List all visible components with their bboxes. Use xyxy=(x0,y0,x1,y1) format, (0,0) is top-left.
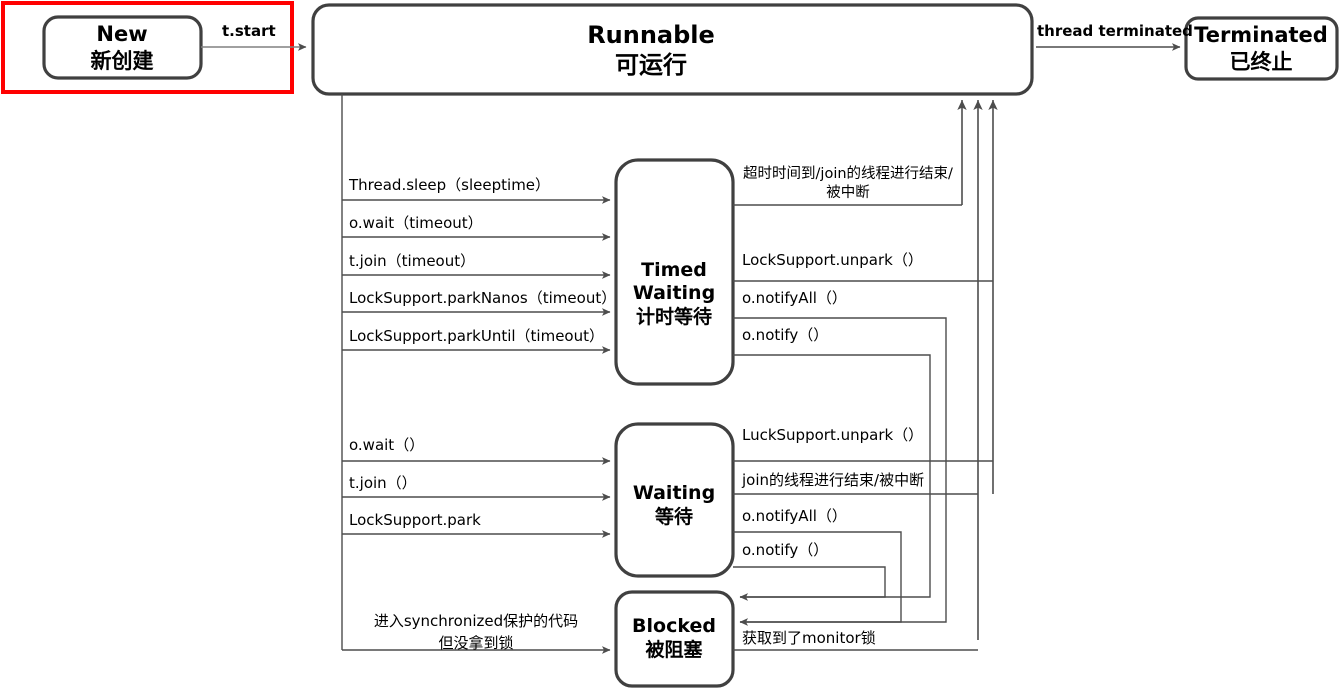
state-box-waiting[interactable] xyxy=(614,422,735,578)
edge-label-to-timed-1: Thread.sleep（sleeptime） xyxy=(348,176,550,194)
edge-label-from-timed-1b: 被中断 xyxy=(826,184,870,201)
state-label-timed-waiting-en2: Waiting xyxy=(633,282,715,304)
state-label-runnable-zh: 可运行 xyxy=(615,51,687,79)
state-label-blocked-en: Blocked xyxy=(632,615,716,637)
state-box-timed-waiting[interactable] xyxy=(614,158,735,386)
edge-label-to-timed-5: LockSupport.parkUntil（timeout） xyxy=(349,327,604,345)
edge-label-from-timed-1a: 超时时间到/join的线程进行结束/ xyxy=(743,165,953,182)
state-label-runnable-en: Runnable xyxy=(587,21,715,49)
edge-label-from-blocked: 获取到了monitor锁 xyxy=(742,629,876,647)
edge-label-from-waiting-notifyall: o.notifyAll（） xyxy=(742,507,847,525)
edge-label-to-timed-3: t.join（timeout） xyxy=(349,252,475,270)
state-label-timed-waiting-zh: 计时等待 xyxy=(636,305,712,328)
edge-label-to-blocked-2: 但没拿到锁 xyxy=(438,634,513,652)
edge-label-from-waiting-join: join的线程进行结束/被中断 xyxy=(741,471,924,489)
edge-label-to-timed-2: o.wait（timeout） xyxy=(349,214,483,232)
edge-label-from-timed-notifyall: o.notifyAll（） xyxy=(742,289,847,307)
state-label-timed-waiting-en1: Timed xyxy=(641,259,707,281)
state-label-waiting-en: Waiting xyxy=(633,482,715,504)
edge-label-to-timed-4: LockSupport.parkNanos（timeout） xyxy=(349,289,616,307)
edge-label-from-timed-notify: o.notify（） xyxy=(742,326,828,344)
edge-label-to-blocked-1: 进入synchronized保护的代码 xyxy=(374,612,578,630)
state-label-new-en: New xyxy=(96,22,147,46)
state-box-terminated[interactable] xyxy=(1184,16,1339,81)
state-label-terminated-en: Terminated xyxy=(1194,23,1328,47)
edge-from-waiting-notify xyxy=(733,566,886,598)
edge-label-start: t.start xyxy=(222,22,276,40)
edge-label-to-waiting-3: LockSupport.park xyxy=(349,511,481,529)
edge-label-to-waiting-2: t.join（） xyxy=(349,474,417,492)
state-box-runnable[interactable] xyxy=(311,3,1034,96)
state-label-terminated-zh: 已终止 xyxy=(1230,50,1293,74)
edge-label-to-waiting-1: o.wait（） xyxy=(349,436,424,454)
state-label-waiting-zh: 等待 xyxy=(654,505,693,528)
state-box-blocked[interactable] xyxy=(614,590,735,688)
edge-from-waiting-notifyall xyxy=(733,531,902,623)
state-label-new-zh: 新创建 xyxy=(91,49,154,73)
edge-label-from-timed-unpark: LockSupport.unpark（） xyxy=(742,251,923,269)
edge-label-terminated: thread terminated xyxy=(1037,22,1193,40)
edge-label-from-waiting-unpark: LuckSupport.unpark（） xyxy=(742,426,923,444)
state-label-blocked-zh: 被阻塞 xyxy=(645,638,703,661)
edge-label-from-waiting-notify: o.notify（） xyxy=(742,541,828,559)
